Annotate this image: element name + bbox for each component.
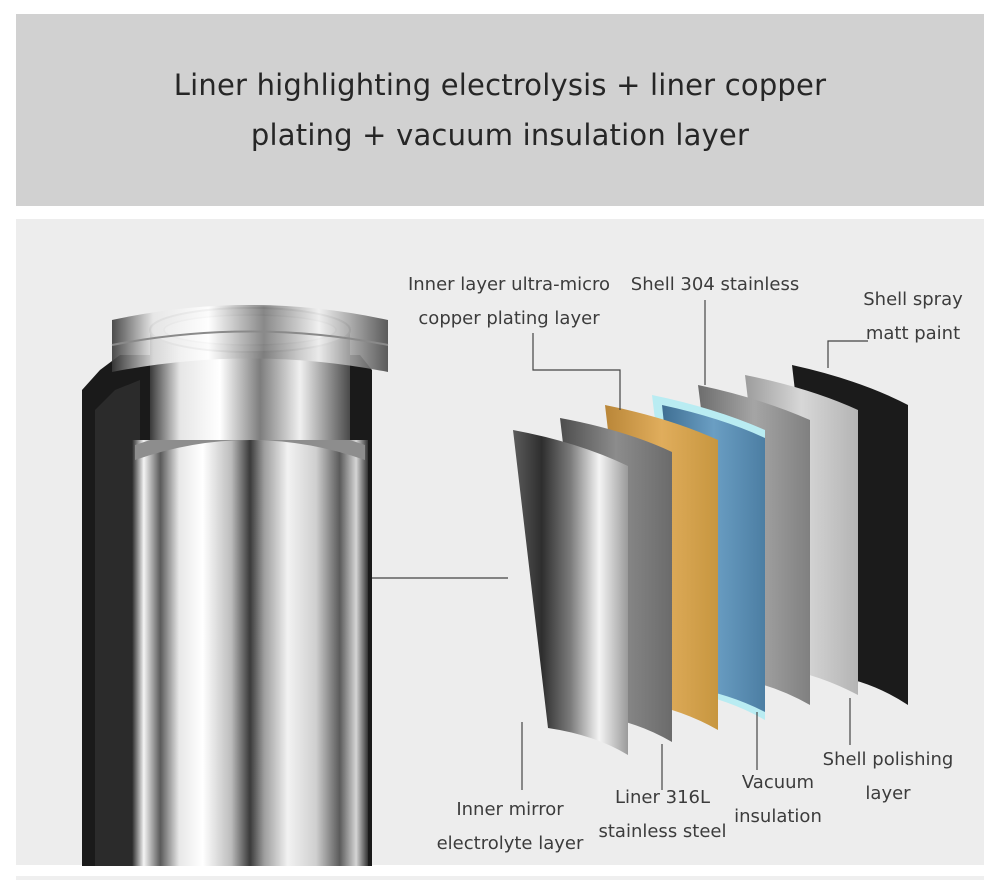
label-vacuum: Vacuum insulation: [734, 772, 822, 827]
label-shell-spray: Shell spray matt paint: [863, 289, 963, 344]
title-line-2: plating + vacuum insulation layer: [250, 118, 750, 152]
label-liner-316l: Liner 316L stainless steel: [598, 787, 727, 842]
leader-spray: [827, 340, 868, 368]
leader-copper: [532, 333, 621, 410]
title-line-1: Liner highlighting electrolysis + liner …: [173, 68, 827, 102]
label-inner-mirror: Inner mirror electrolyte layer: [436, 799, 584, 854]
label-shell-304: Shell 304 stainless: [630, 274, 800, 295]
bottom-divider: [16, 876, 984, 880]
label-inner-copper: Inner layer ultra-micro copper plating l…: [407, 274, 611, 329]
label-shell-polishing: Shell polishing layer: [822, 749, 954, 804]
title-banner: Liner highlighting electrolysis + liner …: [16, 14, 984, 206]
bottle-cutaway: [82, 305, 389, 866]
layer-inner-mirror: [513, 430, 628, 755]
